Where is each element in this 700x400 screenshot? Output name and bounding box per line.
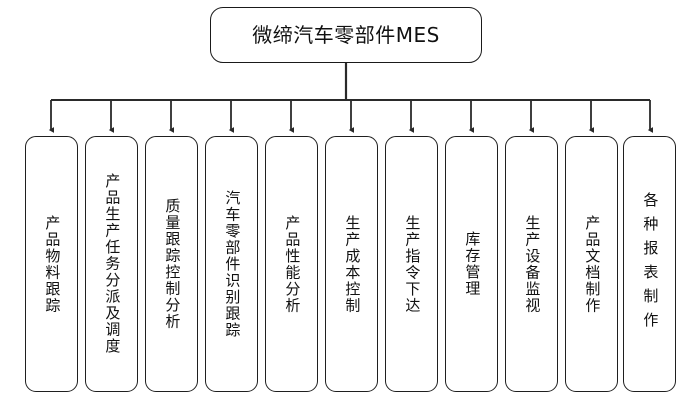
node-label-1: 产品物料跟踪 [43, 214, 62, 314]
node-label-5: 产品性能分析 [283, 214, 302, 314]
node-product-performance-analysis[interactable]: 产品性能分析 [265, 136, 318, 392]
node-label-4: 汽车零部件识别跟踪 [223, 189, 242, 339]
node-product-material-tracking[interactable]: 产品物料跟踪 [25, 136, 78, 392]
node-label-7: 生产指令下达 [403, 214, 422, 314]
node-label-6: 生产成本控制 [343, 214, 362, 314]
node-label-11: 各种报表制作 [641, 192, 660, 336]
root-node-label: 微缔汽车零部件MES [252, 23, 440, 47]
node-production-cost-control[interactable]: 生产成本控制 [325, 136, 378, 392]
node-label-8: 库存管理 [463, 231, 482, 297]
node-production-task-dispatch-scheduling[interactable]: 产品生产任务分派及调度 [85, 136, 138, 392]
node-production-equipment-monitoring[interactable]: 生产设备监视 [505, 136, 558, 392]
node-label-10: 产品文档制作 [583, 214, 602, 314]
node-label-2: 产品生产任务分派及调度 [103, 173, 122, 355]
node-product-document-creation[interactable]: 产品文档制作 [565, 136, 618, 392]
node-various-report-generation[interactable]: 各种报表制作 [623, 136, 676, 392]
node-label-3: 质量跟踪控制分析 [163, 198, 182, 330]
node-inventory-management[interactable]: 库存管理 [445, 136, 498, 392]
node-quality-tracking-control-analysis[interactable]: 质量跟踪控制分析 [145, 136, 198, 392]
node-label-9: 生产设备监视 [523, 214, 542, 314]
node-auto-parts-identification-tracking[interactable]: 汽车零部件识别跟踪 [205, 136, 258, 392]
node-production-order-release[interactable]: 生产指令下达 [385, 136, 438, 392]
root-node[interactable]: 微缔汽车零部件MES [210, 7, 482, 63]
